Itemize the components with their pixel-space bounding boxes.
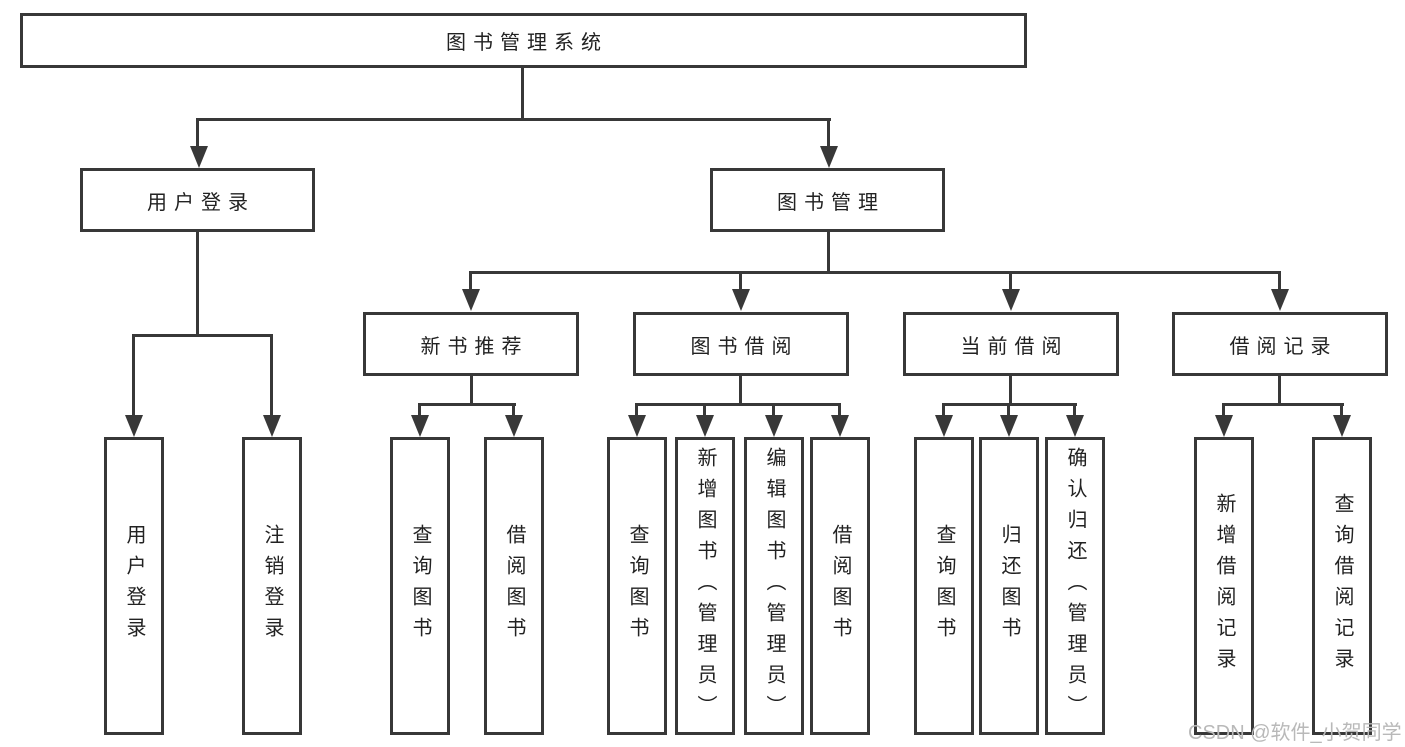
leaf-edit-books-admin: 编辑图书（管理员）: [744, 437, 804, 735]
connector-line: [418, 403, 516, 406]
connector-line: [942, 403, 945, 415]
connector-line: [739, 376, 742, 405]
node-book-borrowing: 图书借阅: [633, 312, 849, 376]
connector-line: [512, 403, 515, 415]
node-new-books-label: 新书推荐: [420, 335, 529, 358]
leaf-borrow-books-newbooks-label: 借阅图书: [503, 524, 525, 648]
arrow-down-icon: [732, 289, 750, 311]
arrow-down-icon: [1271, 289, 1289, 311]
arrow-down-icon: [696, 415, 714, 437]
arrow-down-icon: [411, 415, 429, 437]
leaf-query-borrow-record: 查询借阅记录: [1312, 437, 1372, 735]
connector-line: [739, 271, 742, 289]
leaf-add-borrow-record: 新增借阅记录: [1194, 437, 1254, 735]
leaf-add-books-admin: 新增图书（管理员）: [675, 437, 735, 735]
arrow-down-icon: [628, 415, 646, 437]
node-book-borrowing-label: 图书借阅: [690, 335, 799, 358]
connector-line: [197, 118, 831, 121]
leaf-edit-books-admin-label: 编辑图书（管理员）: [763, 446, 785, 726]
connector-line: [827, 232, 830, 273]
leaf-query-books-newbooks: 查询图书: [390, 437, 450, 735]
connector-line: [132, 334, 273, 337]
leaf-borrow-books-newbooks: 借阅图书: [484, 437, 544, 735]
leaf-confirm-return-admin: 确认归还（管理员）: [1045, 437, 1105, 735]
leaf-user-login-label: 用户登录: [123, 524, 145, 648]
leaf-borrow-books-borrowing: 借阅图书: [810, 437, 870, 735]
connector-line: [1340, 403, 1343, 415]
arrow-down-icon: [505, 415, 523, 437]
node-root-label: 图书管理系统: [446, 32, 608, 54]
node-user-login: 用户登录: [80, 168, 315, 232]
connector-line: [635, 403, 638, 415]
node-current-borrowing-label: 当前借阅: [960, 335, 1069, 358]
leaf-confirm-return-admin-label: 确认归还（管理员）: [1064, 446, 1086, 726]
node-root: 图书管理系统: [20, 13, 1027, 68]
connector-line: [1222, 403, 1225, 415]
leaf-query-books-current-label: 查询图书: [933, 524, 955, 648]
leaf-user-login: 用户登录: [104, 437, 164, 735]
connector-line: [470, 271, 1280, 274]
connector-line: [469, 271, 472, 289]
arrow-down-icon: [935, 415, 953, 437]
connector-line: [1009, 376, 1012, 405]
connector-line: [1278, 271, 1281, 289]
connector-line: [635, 403, 841, 406]
connector-line: [772, 403, 775, 415]
leaf-add-borrow-record-label: 新增借阅记录: [1213, 493, 1235, 679]
arrow-down-icon: [820, 146, 838, 168]
connector-line: [1073, 403, 1076, 415]
node-book-management-label: 图书管理: [777, 191, 885, 214]
leaf-query-borrow-record-label: 查询借阅记录: [1331, 493, 1353, 679]
arrow-down-icon: [1066, 415, 1084, 437]
arrow-down-icon: [1002, 289, 1020, 311]
arrow-down-icon: [1333, 415, 1351, 437]
node-current-borrowing: 当前借阅: [903, 312, 1119, 376]
connector-line: [270, 334, 273, 415]
leaf-logout-label: 注销登录: [261, 524, 283, 648]
leaf-query-books-borrowing: 查询图书: [607, 437, 667, 735]
arrow-down-icon: [263, 415, 281, 437]
connector-line: [1007, 403, 1010, 415]
csdn-watermark: CSDN @软件_小贺同学: [1188, 722, 1402, 744]
arrow-down-icon: [125, 415, 143, 437]
node-borrowing-records-label: 借阅记录: [1229, 335, 1338, 358]
arrow-down-icon: [462, 289, 480, 311]
node-borrowing-records: 借阅记录: [1172, 312, 1388, 376]
connector-line: [132, 334, 135, 415]
leaf-logout: 注销登录: [242, 437, 302, 735]
node-user-login-label: 用户登录: [147, 191, 255, 214]
arrow-down-icon: [765, 415, 783, 437]
leaf-return-books: 归还图书: [979, 437, 1039, 735]
connector-line: [196, 118, 199, 148]
leaf-add-books-admin-label: 新增图书（管理员）: [694, 446, 716, 726]
connector-line: [1222, 403, 1344, 406]
leaf-return-books-label: 归还图书: [998, 524, 1020, 648]
arrow-down-icon: [190, 146, 208, 168]
connector-line: [1278, 376, 1281, 405]
leaf-query-books-current: 查询图书: [914, 437, 974, 735]
arrow-down-icon: [831, 415, 849, 437]
connector-line: [1009, 271, 1012, 289]
arrow-down-icon: [1215, 415, 1233, 437]
connector-line: [521, 68, 524, 121]
arrow-down-icon: [1000, 415, 1018, 437]
connector-line: [827, 118, 830, 148]
leaf-borrow-books-borrowing-label: 借阅图书: [829, 524, 851, 648]
node-book-management: 图书管理: [710, 168, 945, 232]
connector-line: [470, 376, 473, 405]
leaf-query-books-newbooks-label: 查询图书: [409, 524, 431, 648]
connector-line: [196, 232, 199, 336]
node-new-books: 新书推荐: [363, 312, 579, 376]
connector-line: [838, 403, 841, 415]
leaf-query-books-borrowing-label: 查询图书: [626, 524, 648, 648]
connector-line: [418, 403, 421, 415]
connector-line: [703, 403, 706, 415]
